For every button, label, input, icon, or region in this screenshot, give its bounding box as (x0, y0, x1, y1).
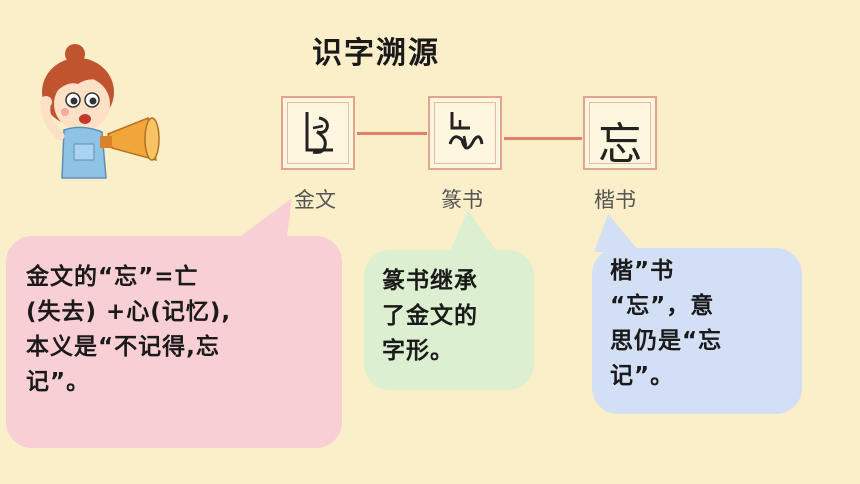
zhuanshu-glyph-icon (448, 112, 484, 150)
jinwen-text-line: 记”。 (26, 368, 91, 395)
kaishu-explanation-bubble: 楷”书 “忘”，意 思仍是“忘 记”。 (592, 248, 802, 414)
zhuanshu-text-line: 了金文的 (382, 302, 478, 329)
kaishu-glyph-box: 忘 (583, 96, 657, 170)
page-title: 识字溯源 (312, 36, 440, 71)
jinwen-explanation-bubble: 金文的“忘”=亡 (失去) +心(记忆), 本义是“不记得,忘 记”。 (6, 236, 342, 448)
green-bubble-tail (448, 210, 500, 256)
jinwen-glyph-icon (305, 112, 333, 154)
jinwen-text-line: (失去) +心(记忆), (26, 298, 232, 325)
zhuanshu-glyph-box (428, 96, 502, 170)
kaishu-label: 楷书 (594, 188, 636, 212)
jinwen-text-line: 金文的“忘”=亡 (26, 264, 199, 290)
jinwen-text-line: 本义是“不记得,忘 (26, 333, 220, 360)
zhuanshu-text-line: 字形。 (382, 337, 454, 364)
kaishu-text-line: 思仍是“忘 (610, 327, 723, 354)
zhuanshu-explanation-bubble: 篆书继承 了金文的 字形。 (364, 250, 534, 390)
pink-bubble-tail (230, 198, 292, 244)
zhuanshu-text-line: 篆书继承 (382, 268, 478, 294)
kaishu-character: 忘 (598, 119, 642, 170)
jinwen-glyph-box (281, 96, 355, 170)
connector-line-1 (357, 132, 427, 135)
zhuanshu-label: 篆书 (441, 188, 483, 212)
jinwen-label: 金文 (294, 188, 336, 212)
kaishu-text-line: 记”。 (610, 362, 675, 389)
blue-bubble-tail (594, 214, 640, 252)
connector-line-2 (504, 137, 582, 140)
girl-megaphone-illustration (40, 44, 160, 179)
kaishu-text-line: 楷”书 (610, 258, 675, 284)
kaishu-text-line: “忘”，意 (610, 292, 715, 319)
